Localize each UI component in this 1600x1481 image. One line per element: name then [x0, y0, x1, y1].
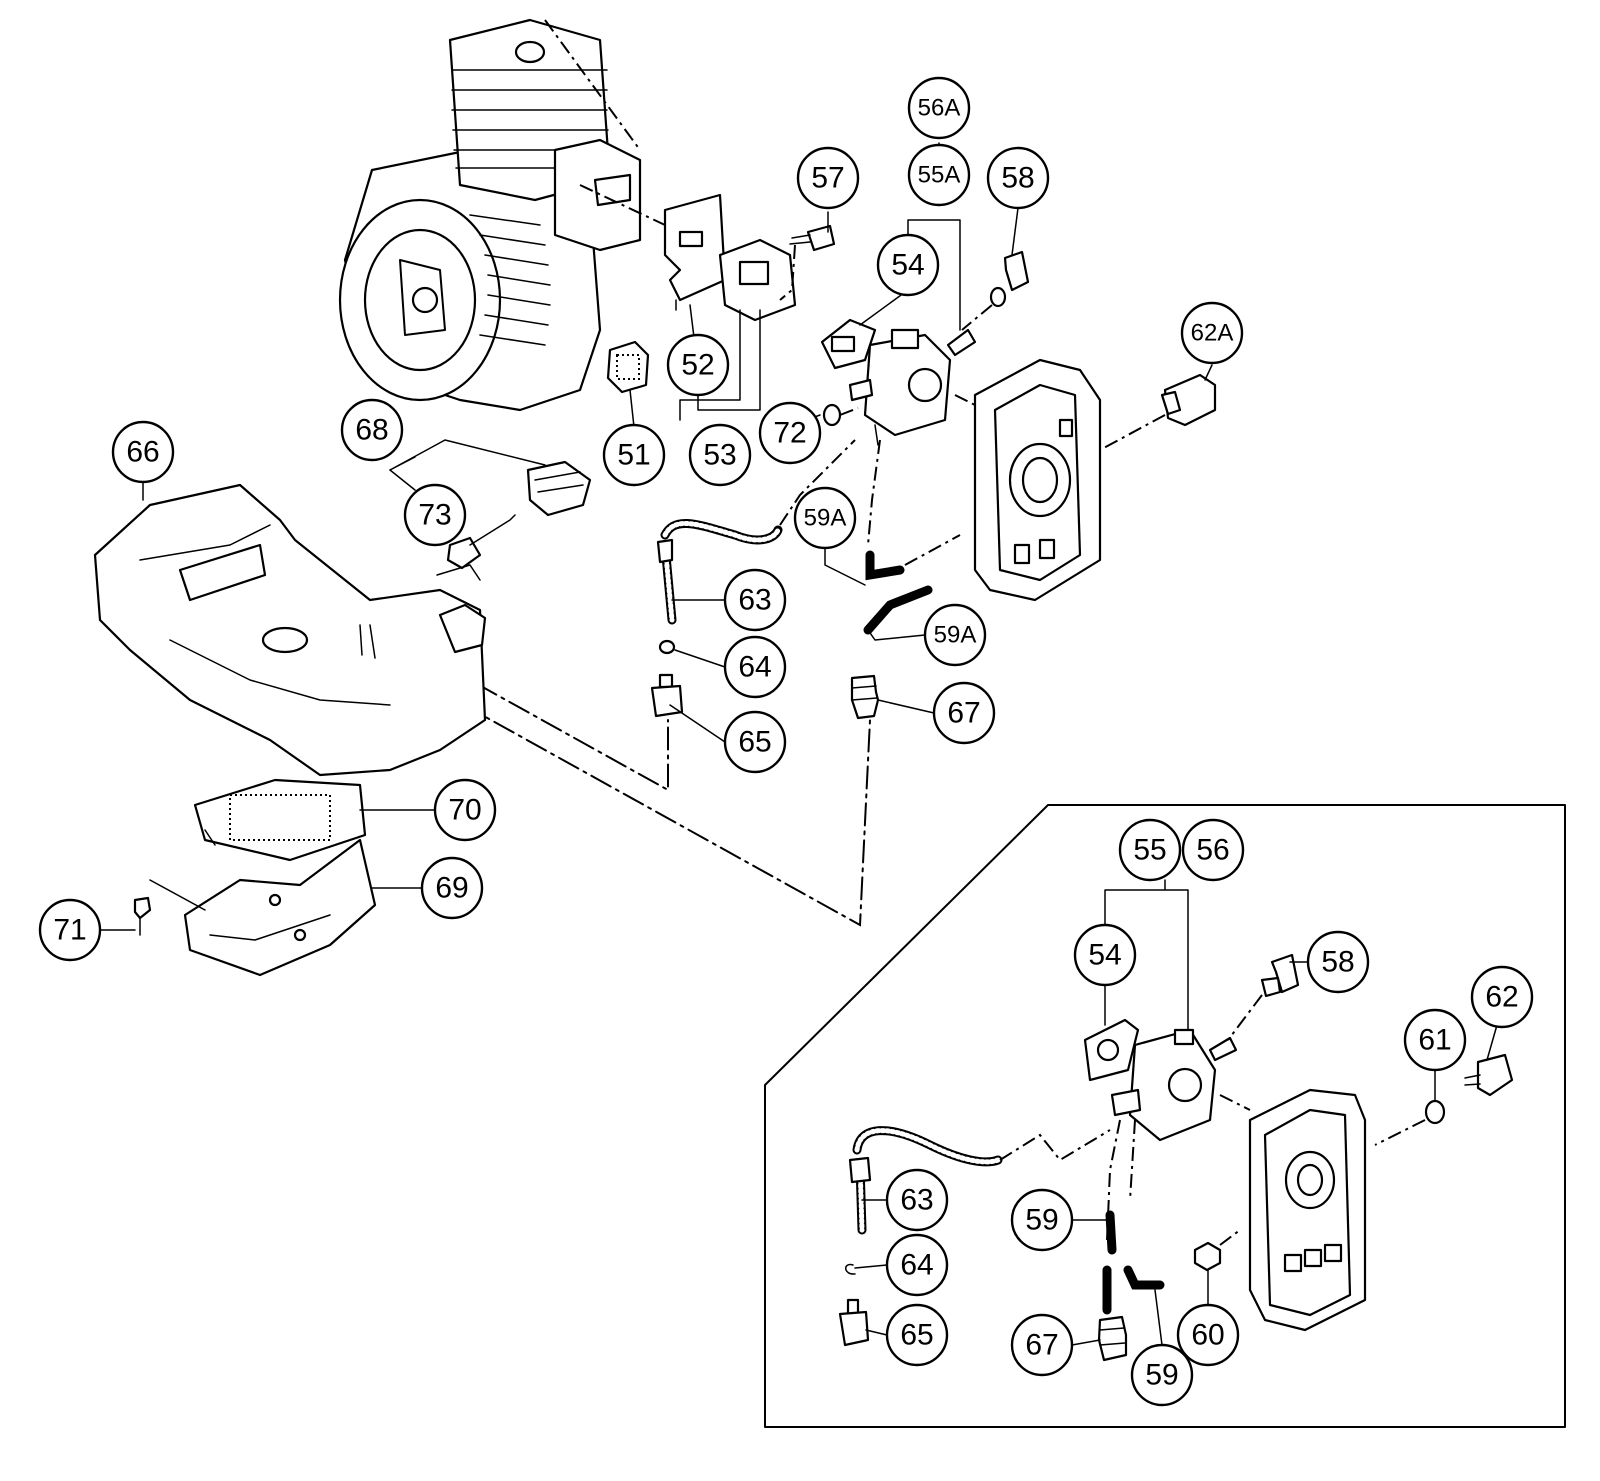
intake-gasket-52 — [663, 193, 727, 302]
callout-55A: 55A — [907, 143, 971, 207]
callout-54: 54 — [876, 233, 940, 297]
callout-55-inset: 55 — [1118, 818, 1182, 882]
callout-67-inset: 67 — [1010, 1313, 1074, 1377]
svg-text:66: 66 — [126, 436, 159, 469]
choke-lever-58 — [961, 250, 1030, 331]
callout-52: 52 — [666, 333, 730, 397]
svg-text:53: 53 — [703, 439, 736, 472]
callout-54-inset: 54 — [1073, 923, 1137, 987]
washer-72 — [822, 403, 842, 427]
washer-61-inset — [1424, 1099, 1446, 1125]
svg-text:59A: 59A — [934, 622, 977, 649]
svg-text:55: 55 — [1133, 834, 1166, 867]
carburetor-upper — [820, 318, 977, 446]
air-filter-base-inset — [1219, 1088, 1367, 1332]
callout-62-inset: 62 — [1470, 965, 1534, 1029]
svg-text:69: 69 — [435, 872, 468, 905]
svg-text:58: 58 — [1001, 162, 1034, 195]
primer-bulb-62A — [1099, 373, 1217, 451]
svg-text:68: 68 — [355, 414, 388, 447]
svg-text:59: 59 — [1025, 1204, 1058, 1237]
svg-text:59: 59 — [1145, 1359, 1178, 1392]
leader-lines — [99, 142, 1498, 1346]
svg-text:63: 63 — [738, 584, 771, 617]
callout-60-inset: 60 — [1176, 1303, 1240, 1367]
screw-71 — [133, 879, 206, 936]
callout-57: 57 — [796, 146, 860, 210]
svg-text:65: 65 — [738, 726, 771, 759]
callout-59-inset-lower: 59 — [1130, 1343, 1194, 1407]
callout-73: 73 — [403, 483, 467, 547]
svg-text:67: 67 — [1025, 1329, 1058, 1362]
svg-text:54: 54 — [1088, 939, 1121, 972]
svg-text:64: 64 — [900, 1249, 933, 1282]
nut-60-inset — [1193, 1229, 1241, 1272]
primer-bulb-62-inset — [1464, 1053, 1514, 1097]
tank-guard-69 — [183, 838, 377, 977]
svg-text:57: 57 — [811, 162, 844, 195]
fuel-filter-65-inset — [838, 1298, 870, 1347]
svg-text:56A: 56A — [918, 95, 961, 122]
callout-68: 68 — [340, 398, 404, 462]
clip-64-inset — [845, 1263, 856, 1275]
grommet-67-upper — [850, 674, 880, 720]
choke-lever-58-inset — [1227, 953, 1300, 1041]
svg-text:51: 51 — [617, 439, 650, 472]
callout-59A-upper: 59A — [793, 486, 857, 550]
fuel-tank-66 — [93, 483, 487, 777]
callout-56A: 56A — [907, 76, 971, 140]
svg-text:56: 56 — [1196, 834, 1229, 867]
svg-text:67: 67 — [947, 697, 980, 730]
callout-64: 64 — [723, 635, 787, 699]
callout-65-inset: 65 — [885, 1303, 949, 1367]
svg-text:52: 52 — [681, 349, 714, 382]
svg-text:55A: 55A — [918, 162, 961, 189]
callout-59-inset-upper: 59 — [1010, 1188, 1074, 1252]
callout-58: 58 — [986, 146, 1050, 210]
callout-67: 67 — [932, 681, 996, 745]
svg-text:73: 73 — [418, 499, 451, 532]
oring-64-upper — [658, 639, 676, 655]
part-51-clip — [606, 340, 650, 394]
callout-72: 72 — [758, 401, 822, 465]
callout-66: 66 — [111, 420, 175, 484]
carburetor-inset — [1083, 1018, 1238, 1142]
svg-text:54: 54 — [891, 249, 924, 282]
engine-assembly — [338, 18, 642, 412]
callout-56-inset: 56 — [1181, 818, 1245, 882]
callout-61-inset: 61 — [1403, 1008, 1467, 1072]
grommet-67-inset — [1097, 1315, 1128, 1362]
inset-frame — [764, 804, 1566, 1428]
tank-plate-70 — [193, 778, 367, 862]
svg-text:62: 62 — [1485, 981, 1518, 1014]
svg-text:65: 65 — [900, 1319, 933, 1352]
callout-53: 53 — [688, 423, 752, 487]
callout-71: 71 — [38, 898, 102, 962]
insulator-53 — [718, 238, 797, 322]
callout-69: 69 — [420, 856, 484, 920]
callout-63-inset: 63 — [885, 1168, 949, 1232]
callout-64-inset: 64 — [885, 1233, 949, 1297]
svg-text:59A: 59A — [804, 505, 847, 532]
air-filter-base-upper — [954, 358, 1102, 602]
fuel-cap-68 — [526, 460, 592, 517]
callout-65: 65 — [723, 710, 787, 774]
svg-text:70: 70 — [448, 794, 481, 827]
callout-63: 63 — [723, 568, 787, 632]
svg-text:58: 58 — [1321, 946, 1354, 979]
tank-vent-73 — [436, 514, 516, 581]
svg-text:61: 61 — [1418, 1024, 1451, 1057]
callout-70: 70 — [433, 778, 497, 842]
svg-text:62A: 62A — [1191, 320, 1234, 347]
callout-58-inset: 58 — [1306, 930, 1370, 994]
svg-text:64: 64 — [738, 651, 771, 684]
svg-text:63: 63 — [900, 1184, 933, 1217]
svg-text:71: 71 — [53, 914, 86, 947]
callout-59A-lower: 59A — [923, 603, 987, 667]
svg-text:72: 72 — [773, 417, 806, 450]
callout-62A: 62A — [1180, 301, 1244, 365]
svg-text:60: 60 — [1191, 1319, 1224, 1352]
callout-51: 51 — [602, 423, 666, 487]
